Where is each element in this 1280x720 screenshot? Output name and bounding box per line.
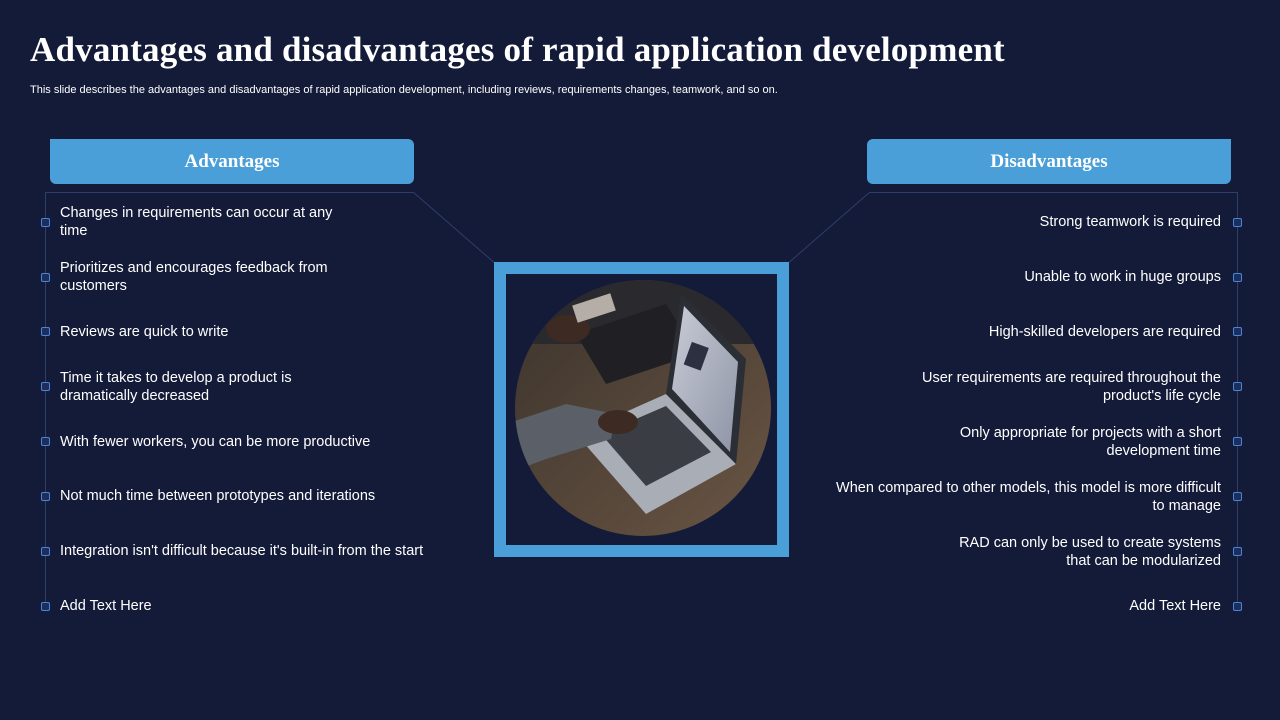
bullet-dot [1233, 492, 1242, 501]
advantage-item: Changes in requirements can occur at any… [60, 205, 333, 239]
advantage-item: Prioritizes and encourages feedback from… [60, 260, 328, 294]
left-top-line [45, 192, 413, 193]
bullet-dot [41, 547, 50, 556]
bullet-dot [1233, 437, 1242, 446]
disadvantage-item: User requirements are required throughou… [921, 370, 1221, 404]
bullet-dot [1233, 602, 1242, 611]
bullet-dot [41, 273, 50, 282]
advantages-header: Advantages [50, 139, 414, 184]
bullet-dot [41, 437, 50, 446]
disadvantage-item: Only appropriate for projects with a sho… [959, 425, 1221, 459]
bullet-dot [1233, 547, 1242, 556]
disadvantage-item: RAD can only be used to create systems t… [959, 535, 1221, 569]
bullet-dot [41, 492, 50, 501]
disadvantage-item: Add Text Here [1129, 598, 1221, 614]
advantages-heading: Advantages [184, 150, 280, 172]
laptop-photo-icon [515, 280, 771, 536]
advantage-item: Add Text Here [60, 598, 152, 614]
slide-title: Advantages and disadvantages of rapid ap… [30, 30, 1005, 69]
disadvantage-item: Strong teamwork is required [1039, 214, 1221, 230]
bullet-dot [41, 327, 50, 336]
disadvantage-item: High-skilled developers are required [988, 324, 1221, 340]
slide-subtitle: This slide describes the advantages and … [30, 84, 778, 96]
right-rail [1237, 192, 1238, 607]
bullet-dot [1233, 327, 1242, 336]
disadvantages-heading: Disadvantages [990, 150, 1108, 172]
disadvantage-item: When compared to other models, this mode… [836, 480, 1221, 514]
image-container [506, 274, 777, 545]
bullet-dot [1233, 273, 1242, 282]
right-top-line [870, 192, 1237, 193]
advantage-item: Not much time between prototypes and ite… [60, 488, 376, 504]
bullet-dot [1233, 382, 1242, 391]
advantage-item: With fewer workers, you can be more prod… [60, 434, 371, 450]
bullet-dot [41, 218, 50, 227]
disadvantage-item: Unable to work in huge groups [1024, 269, 1221, 285]
disadvantages-header: Disadvantages [867, 139, 1231, 184]
advantage-item: Time it takes to develop a product is dr… [60, 370, 292, 404]
bullet-dot [41, 382, 50, 391]
image-frame [494, 262, 789, 557]
left-rail [45, 192, 46, 607]
bullet-dot [41, 602, 50, 611]
advantage-item: Integration isn't difficult because it's… [60, 543, 424, 559]
bullet-dot [1233, 218, 1242, 227]
advantage-item: Reviews are quick to write [60, 324, 229, 340]
